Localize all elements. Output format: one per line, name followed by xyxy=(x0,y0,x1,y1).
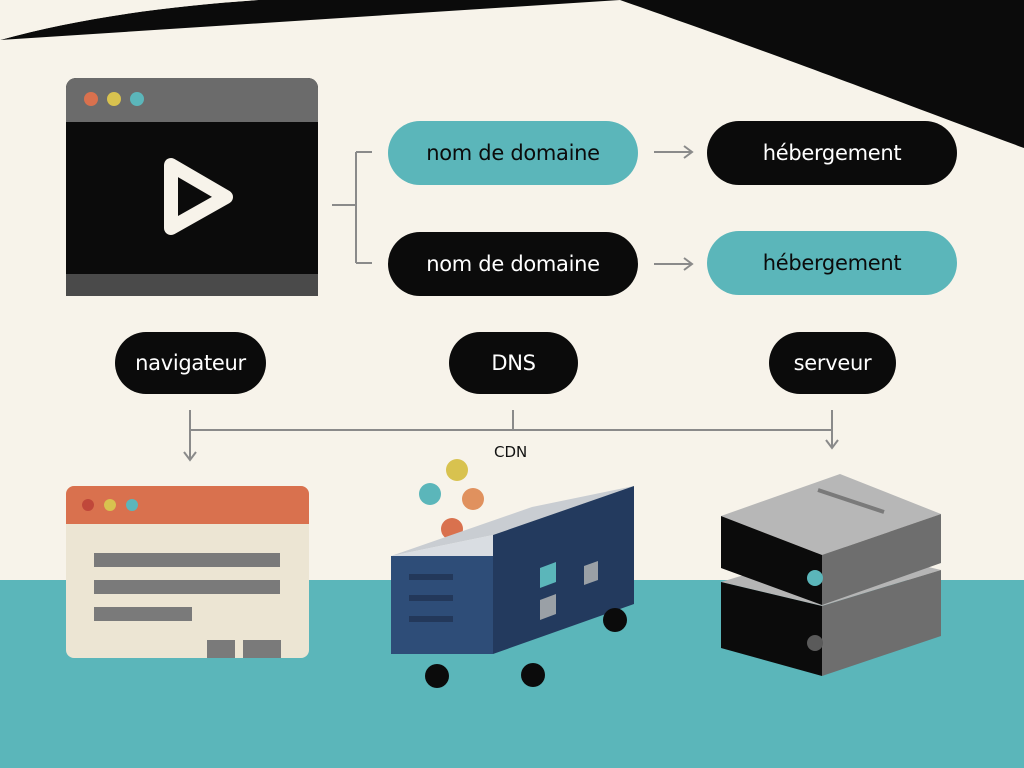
cdn-label: CDN xyxy=(494,443,528,461)
arrow-row1 xyxy=(654,145,694,159)
domain-name-pill-1-label: nom de domaine xyxy=(426,141,600,165)
branch-connector xyxy=(332,151,372,264)
distribution-connector xyxy=(183,410,839,462)
cdn-cart-icon[interactable] xyxy=(391,459,634,688)
hosting-pill-1-label: hébergement xyxy=(762,141,902,165)
arrow-row2 xyxy=(654,257,694,271)
dns-role-label: DNS xyxy=(491,351,536,375)
browser-window-icon[interactable] xyxy=(66,486,309,658)
hosting-pill-1[interactable]: hébergement xyxy=(707,121,957,185)
domain-name-pill-2-label: nom de domaine xyxy=(426,252,600,276)
hosting-pill-2-label: hébergement xyxy=(762,251,902,275)
play-icon xyxy=(164,158,233,235)
hosting-pill-2[interactable]: hébergement xyxy=(707,231,957,295)
domain-name-pill-1[interactable]: nom de domaine xyxy=(388,121,638,185)
dns-role-pill[interactable]: DNS xyxy=(449,332,578,394)
server-role-pill[interactable]: serveur xyxy=(769,332,896,394)
top-right-sweep-shape xyxy=(0,0,1024,148)
browser-role-label: navigateur xyxy=(135,351,246,375)
server-stack-icon[interactable] xyxy=(721,474,941,676)
video-player-window-icon[interactable] xyxy=(66,78,318,296)
server-role-label: serveur xyxy=(793,351,872,375)
domain-name-pill-2[interactable]: nom de domaine xyxy=(388,232,638,296)
browser-role-pill[interactable]: navigateur xyxy=(115,332,266,394)
